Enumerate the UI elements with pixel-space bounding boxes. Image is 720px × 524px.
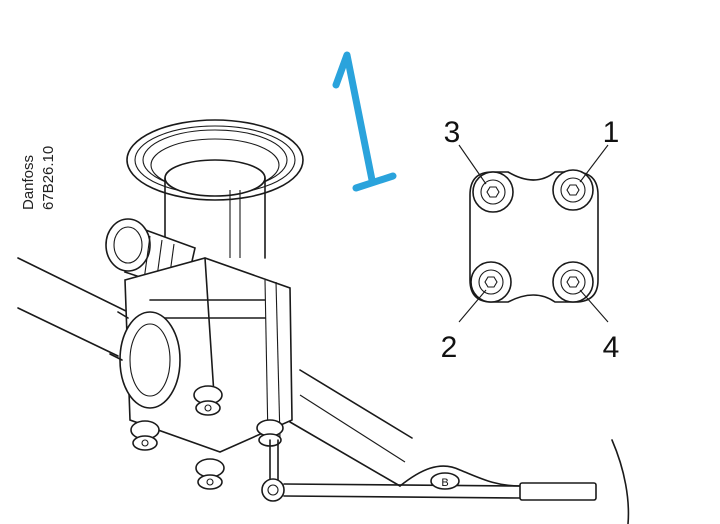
- bolt-2-icon: [470, 261, 512, 303]
- hex-socket-bolt-icon: [195, 458, 225, 490]
- hex-socket-bolt-icon: [130, 420, 160, 451]
- brand-label: Danfoss 67B26.10: [20, 146, 57, 210]
- hex-socket-bolt-icon: [193, 385, 223, 416]
- brand-code: 67B26.10: [40, 146, 57, 210]
- bolt-4-icon: [552, 261, 594, 303]
- bolt-label-2: 2: [441, 331, 458, 364]
- bolt-1-icon: [552, 169, 594, 211]
- wrench-label: B: [441, 477, 448, 489]
- bolt-label-1: 1: [603, 116, 620, 149]
- bolt-label-4: 4: [603, 331, 620, 364]
- wrench-icon: B: [261, 439, 597, 502]
- bolt-label-3: 3: [444, 116, 461, 149]
- brand-name: Danfoss: [20, 155, 37, 210]
- valve-illustration: B: [17, 119, 630, 524]
- bolt-3-icon: [472, 171, 514, 213]
- handwritten-annotation: [332, 51, 397, 192]
- bolt-sequence-diagram: 3 1 2 4: [441, 116, 620, 364]
